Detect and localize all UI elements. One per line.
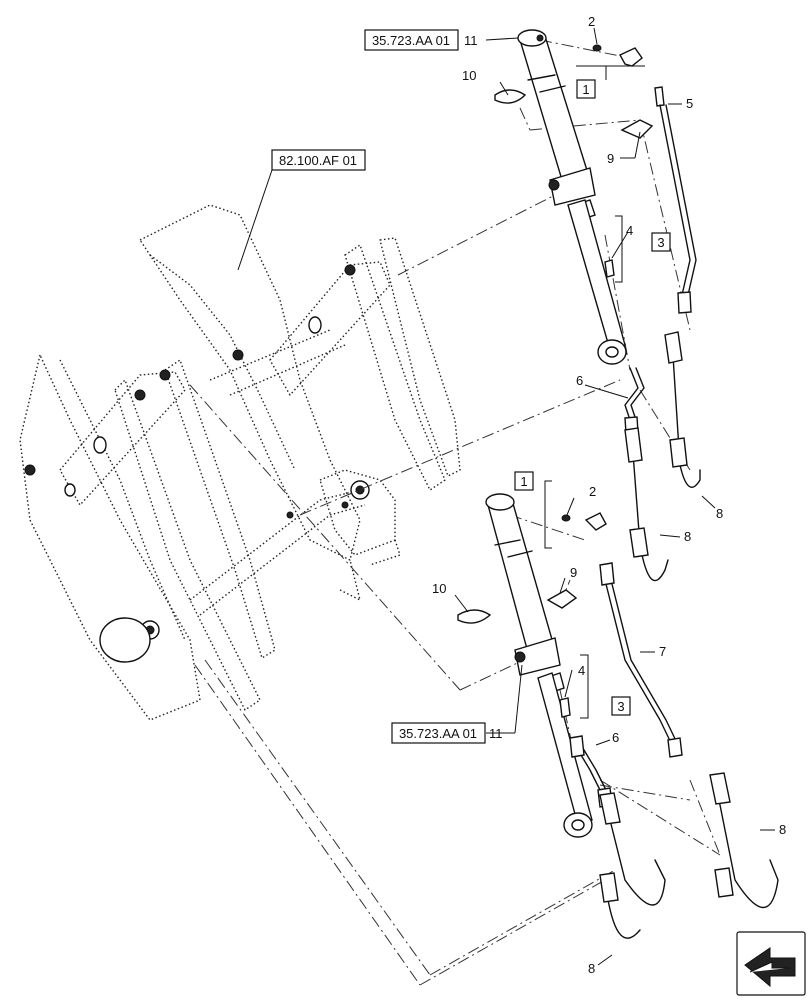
kit-box-3-bottom: 3 [617, 699, 624, 714]
callout-7: 7 [659, 644, 666, 659]
hardware-bottom [457, 512, 607, 718]
callout-8-b: 8 [684, 529, 691, 544]
ref-top: 35.723.AA 01 [372, 33, 450, 48]
cylinder-bottom [485, 493, 593, 838]
callout-9-bottom: 9 [570, 565, 577, 580]
callout-11-top: 11 [464, 33, 478, 48]
callout-2-bottom: 2 [589, 484, 596, 499]
kit-box-1-top: 1 [582, 82, 589, 97]
callout-8-c: 8 [779, 822, 786, 837]
hose-8-upper [624, 331, 701, 582]
connection-lines [189, 39, 721, 986]
callout-8-d: 8 [588, 961, 595, 976]
callout-10-bottom: 10 [432, 581, 446, 596]
callout-11-bottom: 11 [489, 726, 503, 741]
hose-6-top [624, 367, 645, 434]
callout-4-bottom: 4 [578, 663, 585, 678]
callout-8-a: 8 [716, 506, 723, 521]
cylinder-top [517, 29, 627, 365]
leader-lines [237, 27, 775, 966]
hose-8-lower [599, 772, 779, 939]
callout-5: 5 [686, 96, 693, 111]
hose-5 [659, 104, 697, 314]
callout-6-top: 6 [576, 373, 583, 388]
ref-frame: 82.100.AF 01 [279, 153, 357, 168]
kit-boxes: 1 3 1 3 [514, 79, 671, 716]
callout-numbers: 11 2 10 5 9 4 6 8 8 2 9 10 7 4 11 6 8 8 [432, 14, 786, 976]
ref-bottom: 35.723.AA 01 [399, 726, 477, 741]
reference-labels: 35.723.AA 01 82.100.AF 01 35.723.AA 01 [271, 29, 486, 744]
loader-frame [19, 204, 461, 721]
kit-box-3-top: 3 [657, 235, 664, 250]
callout-2-top: 2 [588, 14, 595, 29]
hose-7 [599, 562, 683, 758]
callout-6-bottom: 6 [612, 730, 619, 745]
callout-4-top: 4 [626, 223, 633, 238]
callout-9-top: 9 [607, 151, 614, 166]
kit-box-1-bottom: 1 [520, 474, 527, 489]
hardware-top [494, 44, 665, 278]
orientation-arrow-icon [736, 931, 806, 996]
callout-10-top: 10 [462, 68, 476, 83]
